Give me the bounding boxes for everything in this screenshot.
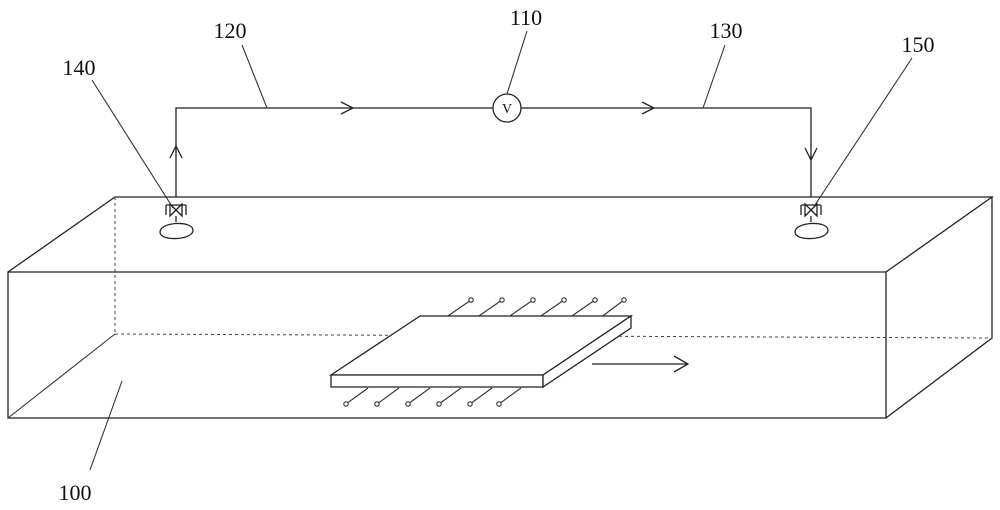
rod-end: [499, 297, 505, 303]
rod: [568, 299, 596, 319]
rod-end: [561, 297, 567, 303]
valve-icon: [169, 202, 183, 218]
electrode-pad: [159, 222, 194, 240]
electrode-left: [159, 202, 194, 240]
label-100: 100: [59, 480, 92, 505]
label-120: 120: [214, 18, 247, 43]
electrode-right: [794, 202, 829, 240]
rod: [438, 387, 462, 405]
leader-140: [91, 79, 174, 209]
rod: [537, 299, 565, 319]
label-130: 130: [710, 18, 743, 43]
rod: [407, 387, 431, 405]
rod: [599, 299, 625, 319]
motion-arrow: [592, 355, 690, 373]
label-150: 150: [902, 32, 935, 57]
tank-top-face: [7, 196, 995, 273]
rod-end: [374, 401, 380, 407]
electrode-pad: [794, 222, 829, 240]
arrow-right-icon: [641, 101, 656, 115]
wire-right: [521, 107, 812, 197]
arrow-up-icon: [169, 144, 183, 159]
rod: [475, 299, 503, 319]
rod: [345, 387, 369, 405]
leader-150: [812, 57, 913, 209]
valve-bracket: [800, 204, 822, 215]
arrow-down-icon: [804, 147, 818, 162]
motion-arrow-head: [673, 355, 690, 373]
sample-plate: [328, 314, 634, 389]
reference-labels: 110 120 130 140 150 100: [59, 5, 935, 505]
label-140: 140: [63, 55, 96, 80]
voltmeter: V: [492, 93, 522, 123]
leader-lines: [89, 30, 913, 471]
tank-right-face: [885, 197, 993, 419]
rod-end: [530, 297, 536, 303]
rod-end: [592, 297, 598, 303]
valve-bracket: [165, 204, 187, 215]
leader-100: [89, 380, 123, 471]
rod-end: [436, 401, 442, 407]
rod: [498, 387, 522, 405]
plate-front: [330, 374, 544, 388]
rod: [506, 299, 534, 319]
voltmeter-symbol: V: [502, 102, 512, 117]
rod-end: [468, 297, 474, 303]
arrow-right-icon: [340, 101, 355, 115]
leader-110: [506, 30, 528, 95]
rod: [444, 299, 472, 319]
rods-back: [444, 297, 627, 319]
rod-end: [467, 401, 473, 407]
rod-end: [343, 401, 349, 407]
rod-end: [405, 401, 411, 407]
leader-120: [241, 44, 268, 109]
label-110: 110: [510, 5, 542, 30]
rod-end: [621, 297, 627, 303]
valve-icon: [804, 202, 818, 218]
wire-left: [175, 107, 493, 197]
rod: [376, 387, 400, 405]
leader-130: [702, 44, 726, 109]
plate-side: [542, 314, 632, 389]
rod: [469, 387, 493, 405]
rod-end: [496, 401, 502, 407]
tank-bottom-left-edge: [7, 333, 116, 419]
rods-front: [343, 387, 522, 407]
circuit: [169, 101, 818, 197]
